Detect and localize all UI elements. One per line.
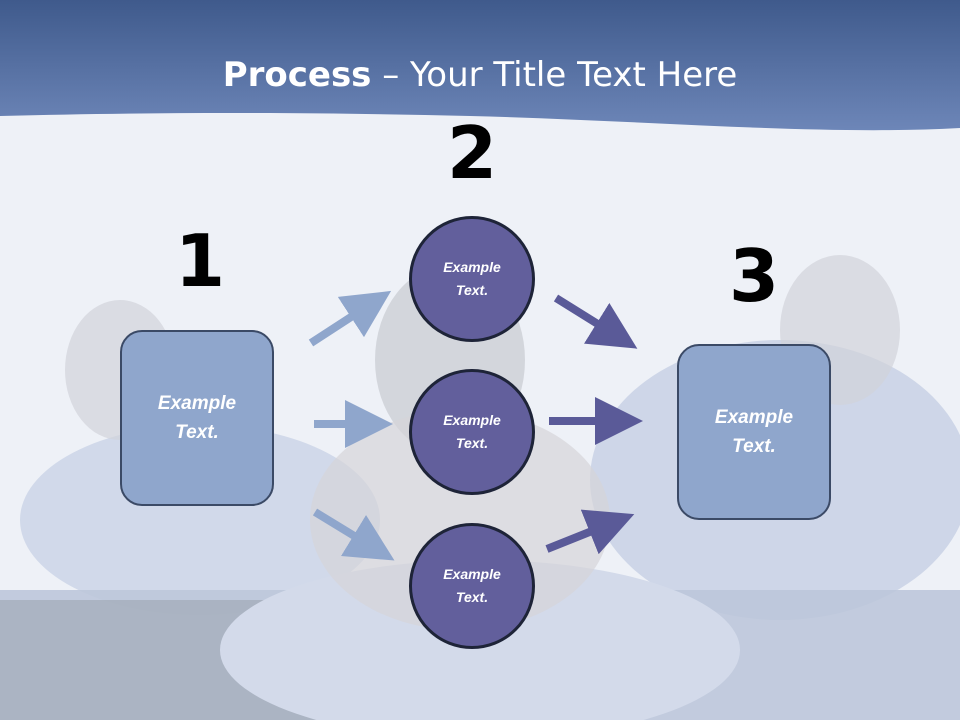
step-1-number: 1	[174, 219, 226, 303]
arrow-2a-to-3	[553, 294, 638, 349]
step-2-circle-top: Example Text.	[409, 216, 535, 342]
slide-title: Process – Your Title Text Here	[0, 54, 960, 96]
step-2-circle-middle-text: Example Text.	[443, 412, 501, 451]
arrow-1-to-2a	[308, 290, 392, 347]
step-2-circle-bottom-text: Example Text.	[443, 566, 501, 605]
arrow-2c-to-3	[545, 509, 635, 555]
step-2-circle-middle: Example Text.	[409, 369, 535, 495]
step-1-box: Example Text.	[120, 330, 274, 506]
step-3-number: 3	[728, 234, 780, 318]
step-2-number: 2	[446, 111, 498, 195]
step-3-box: Example Text.	[677, 344, 831, 520]
title-bold: Process	[222, 55, 372, 95]
step-3-text: Example Text.	[714, 407, 794, 457]
step-1-text: Example Text.	[157, 393, 237, 443]
step-2-circle-bottom: Example Text.	[409, 523, 535, 649]
step-2-circle-top-text: Example Text.	[443, 259, 501, 298]
arrow-1-to-2c	[312, 508, 395, 561]
title-rest: – Your Title Text Here	[371, 55, 738, 95]
